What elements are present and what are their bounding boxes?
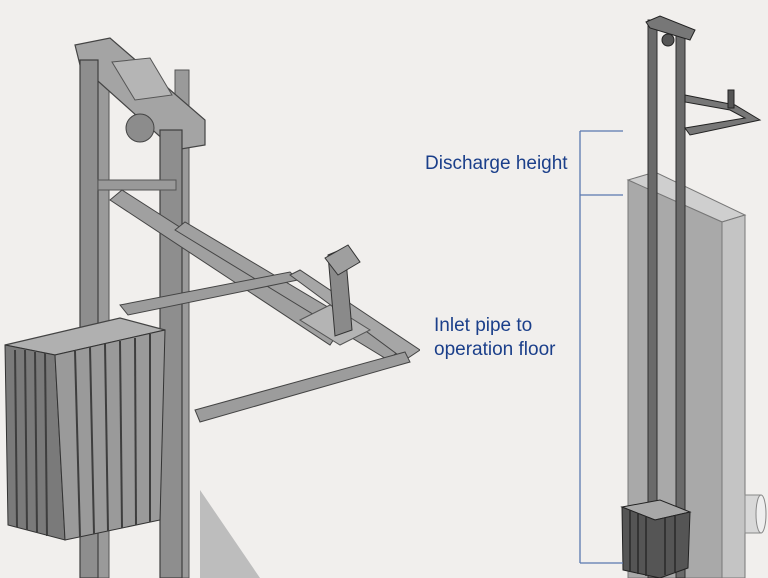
mast-post-right — [675, 27, 686, 578]
cross-brace — [97, 179, 177, 191]
wall-side — [721, 214, 746, 578]
cage-side — [54, 329, 166, 541]
pulley — [125, 113, 155, 143]
floor-shadow — [200, 490, 260, 578]
detail-view-illustration — [4, 37, 420, 578]
inlet-pipe-end — [755, 494, 767, 534]
head-plate — [111, 57, 173, 101]
discharge-chute-top — [324, 244, 361, 276]
mast-cage-body — [621, 506, 691, 578]
mast-pulley — [661, 33, 675, 47]
mast-head — [645, 15, 696, 41]
mast-chute — [727, 89, 735, 109]
discharge-height-label: Discharge height — [425, 153, 568, 174]
mast-cage-bars — [629, 510, 676, 576]
inlet-pipe-label-line1: Inlet pipe to — [434, 315, 533, 336]
mast-arm — [684, 94, 762, 136]
cage-bars — [14, 334, 151, 538]
mast-post-left — [647, 19, 658, 578]
dimension-bracket — [579, 130, 623, 564]
arm-bottom-rail — [194, 351, 411, 423]
inlet-pipe-label-line2: operation floor — [434, 339, 556, 360]
